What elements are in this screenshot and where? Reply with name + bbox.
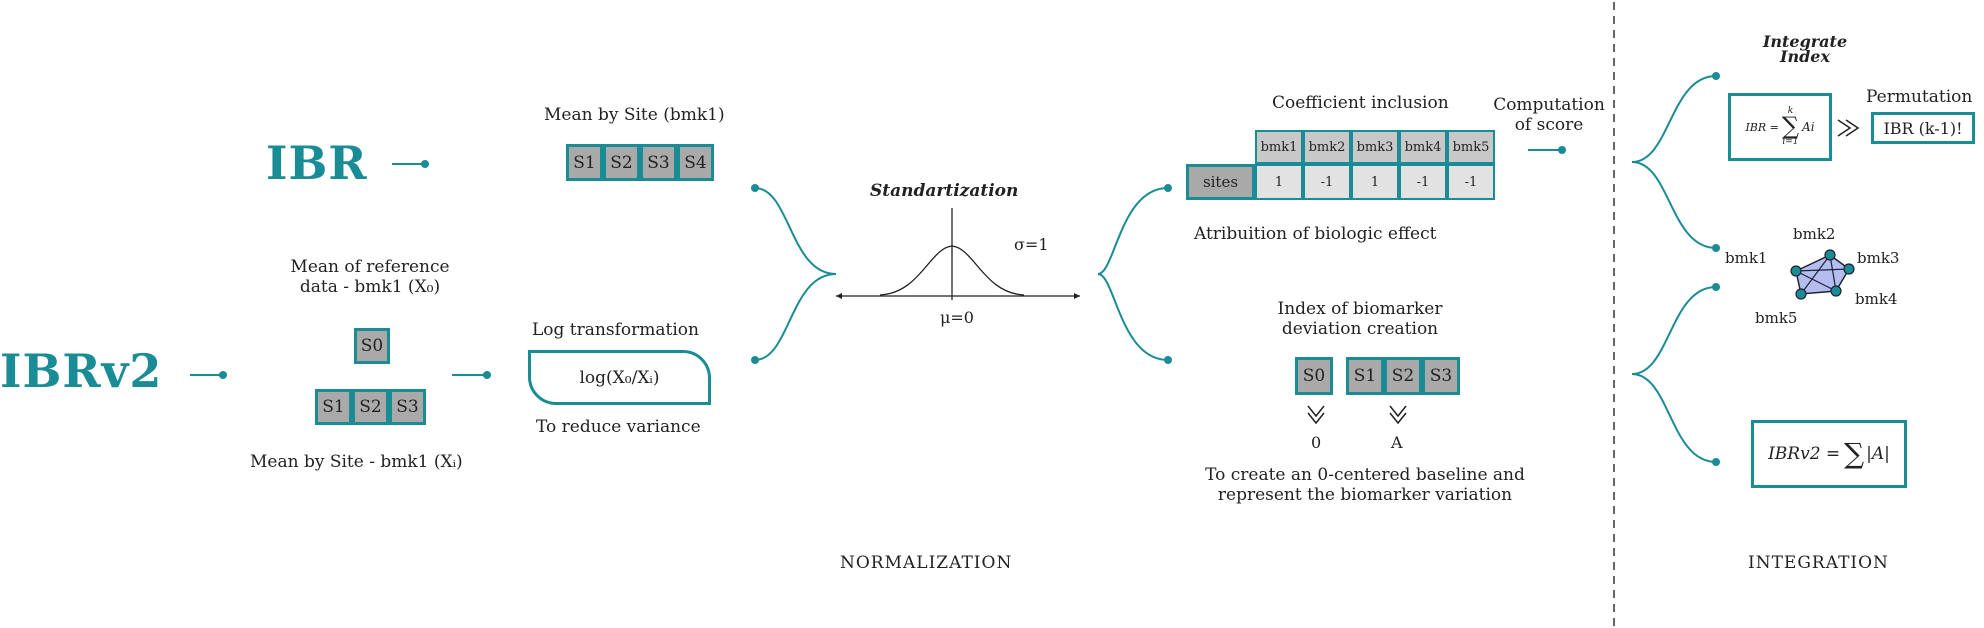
ibrv2-label: IBRv2 bbox=[0, 344, 163, 398]
sigma-icon: ∑ bbox=[1844, 437, 1865, 470]
sum-term: Ai bbox=[1802, 120, 1815, 134]
site-cell-4: S4 bbox=[677, 144, 714, 181]
coef-value-3: 1 bbox=[1351, 164, 1399, 200]
integrate-line2: Index bbox=[1779, 47, 1831, 67]
coef-header-5: bmk5 bbox=[1447, 130, 1495, 164]
computation-score-label: Computation of score bbox=[1484, 95, 1614, 135]
coef-header-1: bmk1 bbox=[1255, 130, 1303, 164]
site-cell-xi-2: S2 bbox=[352, 389, 389, 425]
coef-header-4: bmk4 bbox=[1399, 130, 1447, 164]
integration-section-label: INTEGRATION bbox=[1748, 553, 1889, 573]
mu-label: μ=0 bbox=[940, 308, 974, 327]
sigma-icon: ∑ bbox=[1781, 112, 1800, 141]
deviation-title-line1: Index of biomarker bbox=[1277, 299, 1443, 319]
coef-row-label: sites bbox=[1186, 164, 1255, 200]
coef-value-1: 1 bbox=[1255, 164, 1303, 200]
mean-by-site-xi-label: Mean by Site - bmk1 (Xᵢ) bbox=[250, 452, 463, 472]
reduce-variance-note: To reduce variance bbox=[536, 417, 701, 437]
computation-line1: Computation bbox=[1493, 95, 1605, 115]
coef-value-4: -1 bbox=[1399, 164, 1447, 200]
site-cell-3: S3 bbox=[640, 144, 677, 181]
mean-reference-label: Mean of reference data - bmk1 (X₀) bbox=[250, 257, 490, 297]
deviation-s0-cell: S0 bbox=[1295, 357, 1333, 395]
ibrv2-formula-lhs: IBRv2 = bbox=[1768, 444, 1841, 464]
radar-label-bmk2: bmk2 bbox=[1793, 225, 1836, 243]
ibrv2-formula-box: IBRv2 = ∑ |A| bbox=[1751, 420, 1907, 488]
mean-by-site-title: Mean by Site (bmk1) bbox=[544, 105, 725, 125]
baseline-note: To create an 0-centered baseline and rep… bbox=[1185, 465, 1545, 505]
biologic-effect-note: Atribuition of biologic effect bbox=[1194, 224, 1437, 244]
site-cell-2: S2 bbox=[603, 144, 640, 181]
baseline-note-line1: To create an 0-centered baseline and bbox=[1205, 465, 1525, 485]
deviation-title: Index of biomarker deviation creation bbox=[1260, 299, 1460, 339]
permutation-label: Permutation bbox=[1866, 87, 1973, 107]
computation-line2: of score bbox=[1514, 114, 1584, 135]
ibrv2-formula-rhs: |A| bbox=[1866, 444, 1890, 464]
baseline-note-line2: represent the biomarker variation bbox=[1217, 484, 1513, 505]
sigma-label: σ=1 bbox=[1014, 235, 1049, 254]
s0-cell: S0 bbox=[354, 328, 390, 364]
integrate-line1: Integrate bbox=[1762, 32, 1848, 51]
mean-reference-line2: data - bmk1 (X₀) bbox=[299, 276, 441, 297]
radar-label-bmk4: bmk4 bbox=[1855, 290, 1898, 308]
radar-label-bmk3: bmk3 bbox=[1857, 249, 1900, 267]
coef-value-2: -1 bbox=[1303, 164, 1351, 200]
coef-value-5: -1 bbox=[1447, 164, 1495, 200]
mean-reference-line1: Mean of reference bbox=[290, 257, 450, 277]
site-cell-xi-1: S1 bbox=[315, 389, 352, 425]
deviation-site-2: S2 bbox=[1384, 357, 1422, 395]
integrate-index-title: Integrate Index bbox=[1745, 32, 1865, 67]
radar-label-bmk5: bmk5 bbox=[1755, 309, 1798, 327]
normalization-section-label: NORMALIZATION bbox=[840, 553, 1013, 573]
standartization-title: Standartization bbox=[870, 181, 1019, 201]
coef-header-3: bmk3 bbox=[1351, 130, 1399, 164]
ibr-sum-formula-box: IBR = k ∑ i=1 Ai bbox=[1728, 93, 1832, 161]
site-cell-1: S1 bbox=[566, 144, 603, 181]
deviation-site-1: S1 bbox=[1346, 357, 1384, 395]
deviation-title-line2: deviation creation bbox=[1281, 318, 1439, 339]
log-transformation-title: Log transformation bbox=[532, 320, 699, 340]
ibr-label: IBR bbox=[266, 136, 368, 190]
radar-chart bbox=[1790, 249, 1855, 300]
zero-label: 0 bbox=[1311, 433, 1322, 452]
radar-label-bmk1: bmk1 bbox=[1725, 249, 1768, 267]
ibr-formula-lhs: IBR = bbox=[1745, 120, 1779, 134]
sum-upper-limit: k bbox=[1787, 106, 1794, 117]
a-label: A bbox=[1391, 433, 1403, 452]
sum-operator: k ∑ i=1 bbox=[1782, 107, 1799, 147]
coef-header-2: bmk2 bbox=[1303, 130, 1351, 164]
permutation-formula-box: IBR (k-1)! bbox=[1871, 112, 1975, 144]
log-formula-box: log(X₀/Xᵢ) bbox=[528, 350, 711, 405]
site-cell-xi-3: S3 bbox=[389, 389, 426, 425]
deviation-site-3: S3 bbox=[1422, 357, 1460, 395]
coefficient-title: Coefficient inclusion bbox=[1272, 93, 1449, 113]
sum-lower-limit: i=1 bbox=[1782, 136, 1799, 147]
